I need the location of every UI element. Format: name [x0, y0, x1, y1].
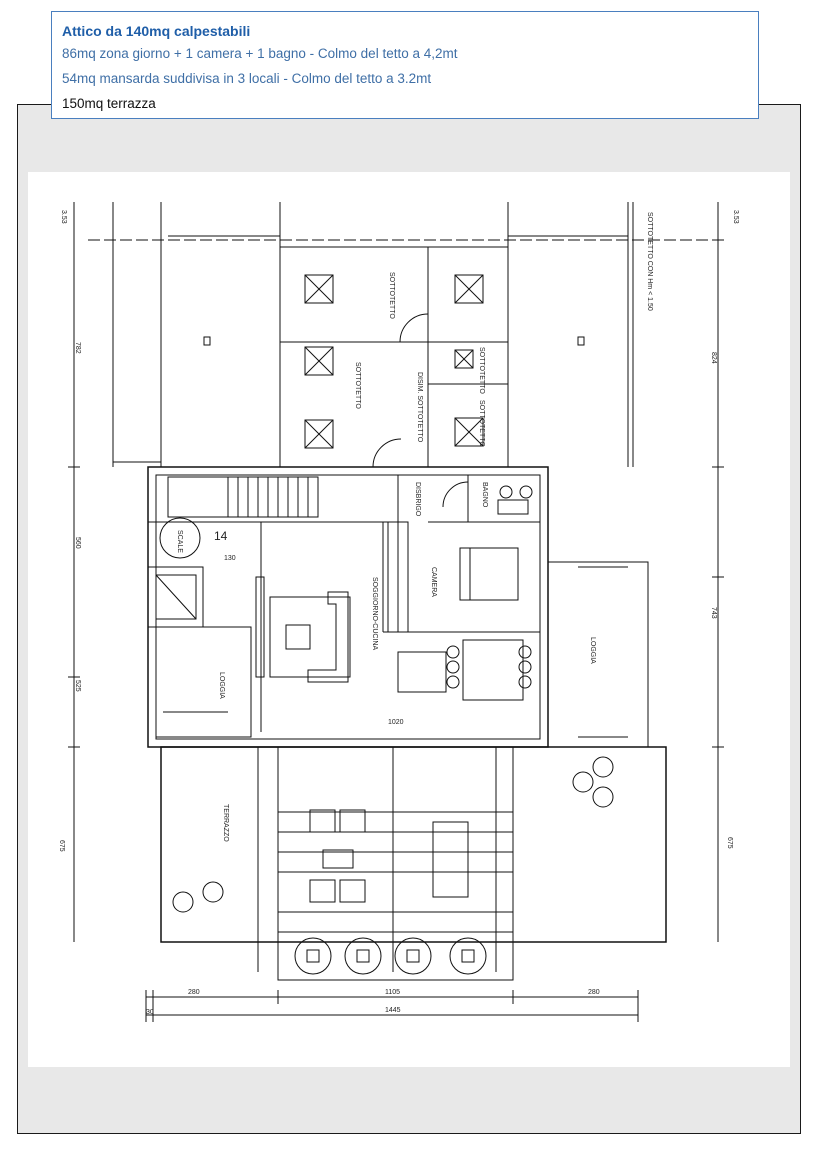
room-label-sottotetto-small2: SOTTOTETTO — [478, 400, 485, 447]
dim-bottom-right: 280 — [588, 989, 600, 996]
room-label-loggia-left: LOGGIA — [218, 672, 225, 699]
description-line-2: 54mq mansarda suddivisa in 3 locali - Co… — [62, 71, 432, 86]
room-label-loggia-right: LOGGIA — [589, 637, 596, 664]
room-label-disimpegno: DISIM. SOTTOTETTO — [416, 372, 423, 443]
room-label-scale: SCALE — [176, 530, 183, 553]
room-label-camera: CAMERA — [430, 567, 437, 597]
room-label-sottotetto-top: SOTTOTETTO — [388, 272, 395, 319]
dim-bottom-left: 280 — [188, 989, 200, 996]
floor-plan-svg: SOTTOTETTO SOTTOTETTO SOTTOTETTO SOTTOTE… — [58, 202, 739, 1022]
dim-left-525: 525 — [74, 680, 81, 692]
room-label-ripostiglio: DISBRIGO — [414, 482, 421, 517]
dim-bottom-small: 30 — [146, 1009, 154, 1016]
room-label-bagno: BAGNO — [481, 482, 488, 508]
description-line-1: 86mq zona giorno + 1 camera + 1 bagno - … — [62, 46, 458, 61]
description-box: Attico da 140mq calpestabili 86mq zona g… — [51, 11, 759, 119]
dim-stair-130: 130 — [224, 555, 236, 562]
dim-stair-14: 14 — [214, 529, 228, 543]
dim-right-824: 824 — [710, 352, 717, 364]
dim-right-675: 675 — [726, 837, 733, 849]
dim-left-675: 675 — [58, 840, 65, 852]
dim-bottom-total: 1445 — [385, 1007, 401, 1014]
floor-plan: SOTTOTETTO SOTTOTETTO SOTTOTETTO SOTTOTE… — [28, 172, 790, 1067]
dim-left-top: 3.53 — [60, 210, 67, 224]
dim-right-top: 3.53 — [732, 210, 739, 224]
dim-right-743: 743 — [710, 607, 717, 619]
dim-left-560: 560 — [74, 537, 81, 549]
description-line-3: 150mq terrazza — [62, 96, 156, 111]
listing-title: Attico da 140mq calpestabili — [62, 23, 251, 39]
dim-inner-1020: 1020 — [388, 719, 404, 726]
dim-left-782: 782 — [74, 342, 81, 354]
room-label-sottotetto-small1: SOTTOTETTO — [478, 347, 485, 394]
room-label-terrazzo: TERRAZZO — [222, 804, 229, 842]
dim-bottom-middle: 1105 — [385, 989, 400, 996]
room-label-sottotetto-hm: SOTTOTETTO CON Hm < 1.50 — [646, 212, 653, 311]
room-label-soggiorno: SOGGIORNO-CUCINA — [371, 577, 378, 650]
room-label-sottotetto-left: SOTTOTETTO — [354, 362, 361, 409]
